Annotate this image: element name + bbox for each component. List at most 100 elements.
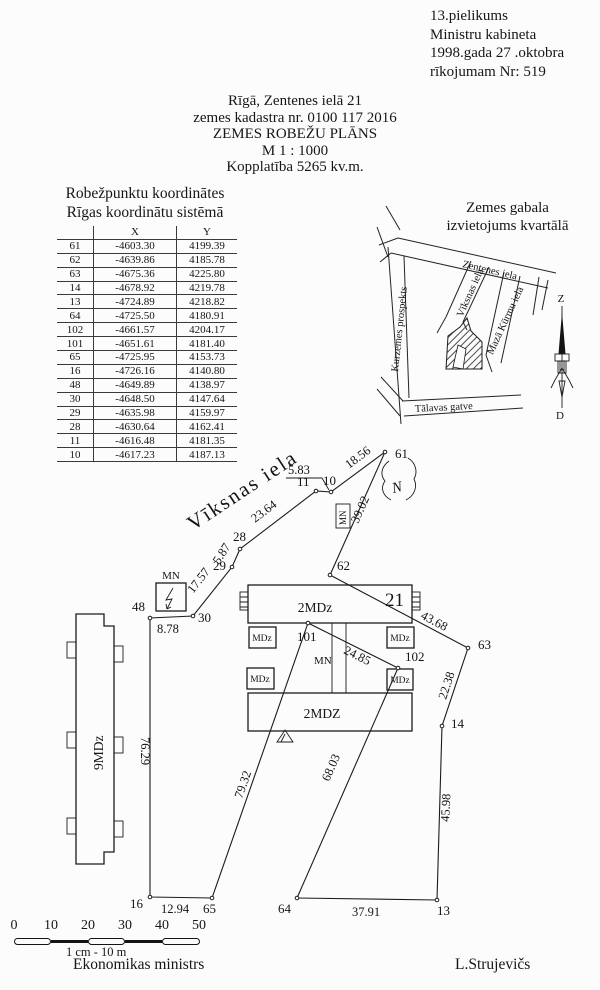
distance-61-62: 39.02 [348, 494, 372, 525]
y-value-cell: 4162.41 [176, 419, 237, 435]
distance-48-16: 76.29 [138, 737, 152, 765]
mn-inline-label: MN [314, 655, 332, 667]
y-value-cell: 4153.73 [176, 350, 237, 365]
building-lower [247, 692, 413, 732]
table-header-row: X Y [57, 226, 237, 240]
point-id-cell: 29 [57, 406, 94, 421]
y-value-cell: 4204.17 [176, 322, 237, 338]
point-label-29: 29 [213, 558, 226, 573]
boundary-plan: 2MDz 21 2MDZ 9MDz MDz MDz MDz MDz MN MN … [66, 443, 491, 919]
coords-heading: Robežpunktu koordinātes Rīgas koordinātu… [40, 184, 250, 222]
y-value-cell: 4225.80 [176, 267, 237, 282]
distance-65-101: 79.32 [232, 769, 255, 800]
distance-64-102: 68.03 [319, 752, 343, 783]
map-heading-line2: izvietojums kvartālā [446, 218, 569, 234]
scale-segment-white-2 [88, 938, 125, 945]
annex-header: 13.pielikums Ministru kabineta 1998.gada… [430, 7, 564, 81]
compass-needle [558, 312, 566, 354]
point-label-28: 28 [233, 529, 246, 544]
annex-label-3: MDz [250, 675, 270, 685]
y-value-cell: 4181.40 [176, 336, 237, 352]
distance-63-14: 22.38 [436, 670, 458, 701]
point-label-101: 101 [297, 629, 317, 644]
distance-16-65: 12.94 [161, 902, 190, 916]
map-heading-line1: Zemes gabala [466, 200, 549, 216]
point-id-cell: 28 [57, 419, 94, 435]
point-label-61: 61 [395, 446, 408, 461]
point-label-102: 102 [405, 649, 425, 664]
x-value-cell: -4725.50 [93, 308, 177, 324]
scale-line: M 1 : 1000 [261, 142, 329, 159]
point-id-cell: 101 [57, 336, 94, 352]
point-id-cell: 10 [57, 447, 94, 463]
distance-61-10: 18.56 [342, 443, 373, 471]
point-id-cell: 63 [57, 267, 94, 282]
plan-street-label: Vīksnas iela [183, 445, 302, 535]
point-labels: 61 10 11 28 29 30 48 16 65 62 63 14 13 6… [130, 446, 491, 918]
transformer-mn-label: MN [162, 570, 180, 582]
north-mark: N [381, 457, 417, 501]
map-street-lines [376, 205, 557, 425]
x-value-cell: -4651.61 [93, 336, 177, 352]
cadastre-line: zemes kadastra nr. 0100 117 2016 [193, 109, 397, 126]
y-value-cell: 4185.78 [176, 253, 237, 268]
point-label-14: 14 [451, 716, 465, 731]
coords-table-head: X Y [57, 226, 237, 240]
x-col-header: X [93, 226, 177, 240]
lightning-icon [165, 587, 174, 610]
boundary-point-markers [147, 449, 471, 903]
plan-title: ZEMES ROBEŽU PLĀNS [212, 126, 378, 142]
y-value-cell: 4159.97 [176, 406, 237, 421]
building-lower-label: 2MDZ [304, 706, 341, 721]
annex-label-1: MDz [252, 634, 272, 644]
y-col-header: Y [176, 226, 237, 240]
scale-tick-10: 10 [44, 918, 58, 933]
point-id-cell: 16 [57, 364, 94, 379]
point-label-65: 65 [203, 901, 216, 916]
x-value-cell: -4678.92 [93, 281, 177, 296]
distance-10-11: 5.83 [288, 463, 310, 477]
point-id-cell: 14 [57, 281, 94, 296]
title-block: Rīgā, Zentenes ielā 21 zemes kadastra nr… [145, 93, 445, 176]
parcel-notch [452, 344, 467, 370]
x-value-cell: -4661.57 [93, 322, 177, 338]
y-value-cell: 4218.82 [176, 294, 237, 310]
y-value-cell: 4180.91 [176, 308, 237, 324]
scale-tick-50: 50 [192, 918, 206, 933]
signature-name: L.Strujevičs [455, 956, 531, 973]
address-line: Rīgā, Zentenes ielā 21 [227, 93, 363, 109]
map-street-viksnas-label: Vīksnas iela [455, 267, 486, 319]
point-id-cell: 30 [57, 392, 94, 407]
distance-30-48: 8.78 [157, 622, 179, 636]
x-value-cell: -4639.86 [93, 253, 177, 268]
y-value-cell: 4219.78 [176, 281, 237, 296]
scale-tick-20: 20 [81, 918, 95, 933]
point-label-13: 13 [437, 903, 450, 918]
annex-label-2: MDz [390, 634, 410, 644]
scale-segment-white-1 [14, 938, 51, 945]
x-value-cell: -4648.50 [93, 392, 177, 407]
distance-29-30: 17.57 [184, 565, 212, 596]
y-value-cell: 4199.39 [176, 239, 237, 254]
location-map: Zentenes iela Vīksnas iela Mazā Kūrmu ie… [376, 205, 574, 425]
point-label-10: 10 [323, 473, 336, 488]
y-value-cell: 4138.97 [176, 378, 237, 393]
x-value-cell: -4725.95 [93, 350, 177, 365]
coords-heading-line1: Robežpunktu koordinātes [65, 185, 225, 202]
scale-segment-white-3 [162, 938, 200, 945]
x-value-cell: -4617.23 [93, 447, 177, 463]
